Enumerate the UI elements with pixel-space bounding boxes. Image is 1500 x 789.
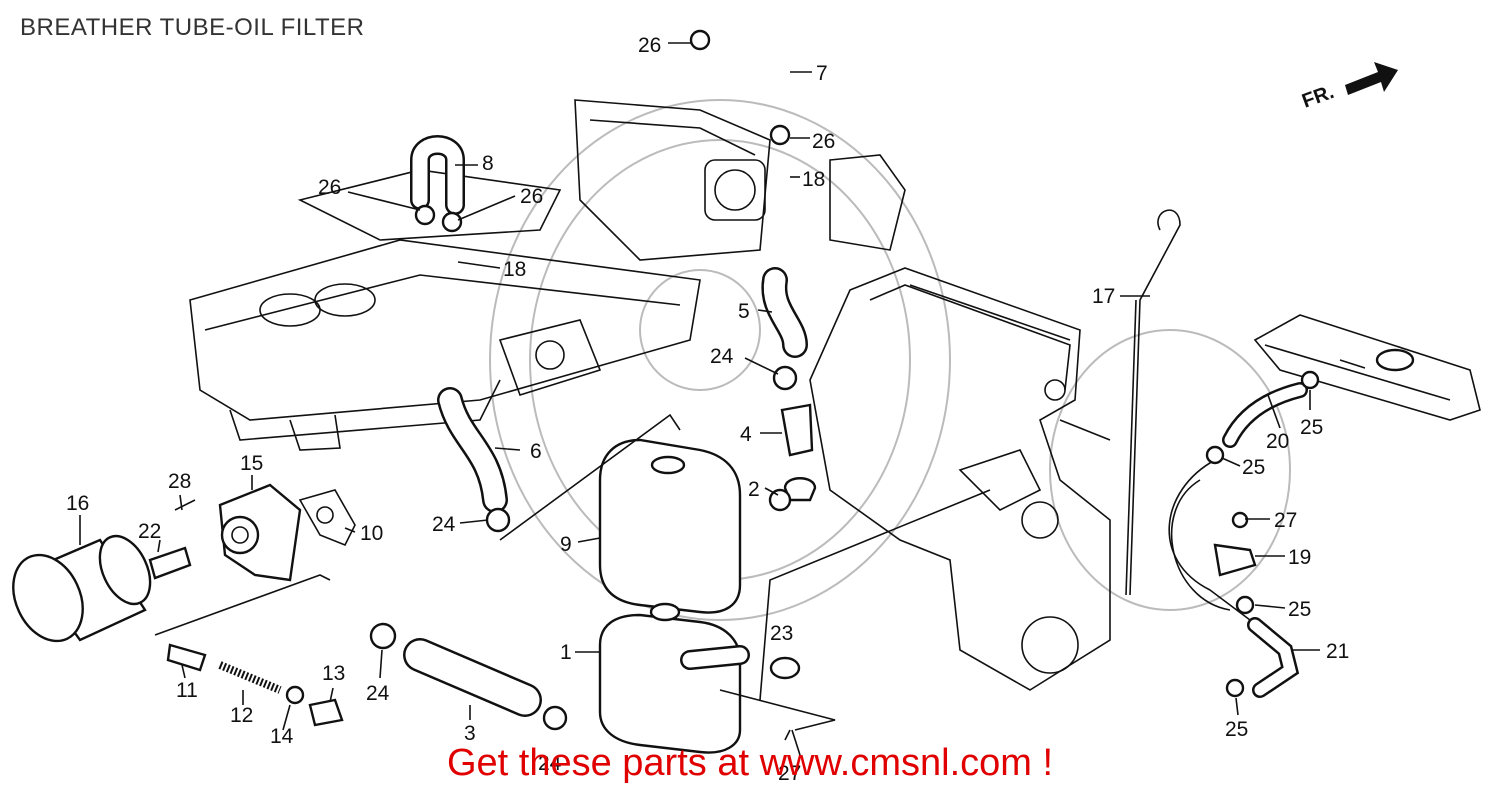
oil-separator-9 [598,438,742,614]
hose-5 [761,267,808,358]
callout-11: 11 [176,679,198,702]
callout-14: 14 [270,725,294,748]
callout-26: 26 [318,176,341,199]
callout-3: 3 [464,722,476,745]
oil-separator-1 [598,602,750,754]
callout-labels: 26 7 26 18 8 26 26 18 5 24 4 2 6 24 17 9… [66,34,1349,785]
callout-26: 26 [638,34,661,57]
callout-17: 17 [1092,285,1115,308]
hose-20-21 [1168,382,1308,698]
callout-18: 18 [802,168,825,191]
callout-4: 4 [740,423,752,446]
callout-15: 15 [240,452,263,475]
callout-27: 27 [1274,509,1297,532]
callout-23: 23 [770,622,793,645]
callout-8: 8 [482,152,494,175]
callout-24: 24 [366,682,390,705]
callout-7: 7 [816,62,828,85]
callout-24: 24 [432,513,456,536]
callout-9: 9 [560,533,572,556]
callout-24: 24 [538,752,562,775]
callout-20: 20 [1266,430,1289,453]
promo-banner[interactable]: Get these parts at www.cmsnl.com ! [446,742,1054,784]
callout-28: 28 [168,470,191,493]
filter-housing-15 [218,483,302,582]
hose-8 [410,135,465,215]
engine-block-left [189,169,701,451]
callout-1: 1 [560,641,572,664]
callout-26: 26 [812,130,835,153]
callout-24: 24 [710,345,734,368]
callout-19: 19 [1288,546,1311,569]
throttle-body [574,99,906,261]
front-direction-arrow: FR. [1299,62,1398,113]
callout-18: 18 [503,258,526,281]
callout-25: 25 [1242,456,1265,479]
diagram-title: BREATHER TUBE-OIL FILTER [20,14,365,41]
callout-25: 25 [1225,718,1248,741]
callout-21: 21 [1326,640,1349,663]
callout-6: 6 [530,440,542,463]
callout-27: 27 [778,762,801,785]
hose-6 [437,387,508,513]
callout-5: 5 [738,300,750,323]
callout-25: 25 [1300,416,1323,439]
hose-7 [694,18,786,106]
callout-25: 25 [1288,598,1311,621]
dipstick-17 [1125,209,1181,596]
engine-block-right [809,267,1111,691]
valve-cover-right [1253,314,1481,421]
callout-16: 16 [66,492,89,515]
oil-filter-16 [12,534,152,643]
callout-12: 12 [230,704,253,727]
callout-13: 13 [322,662,345,685]
gasket-10 [298,489,356,547]
small-parts [148,403,1257,756]
callout-22: 22 [138,520,161,543]
callout-10: 10 [360,522,383,545]
leader-lines [79,42,1320,741]
pipe-3 [403,638,542,717]
hose-clamps [369,29,1320,731]
callout-26: 26 [520,185,543,208]
direction-label: FR. [1299,81,1337,113]
callout-2: 2 [748,478,760,501]
